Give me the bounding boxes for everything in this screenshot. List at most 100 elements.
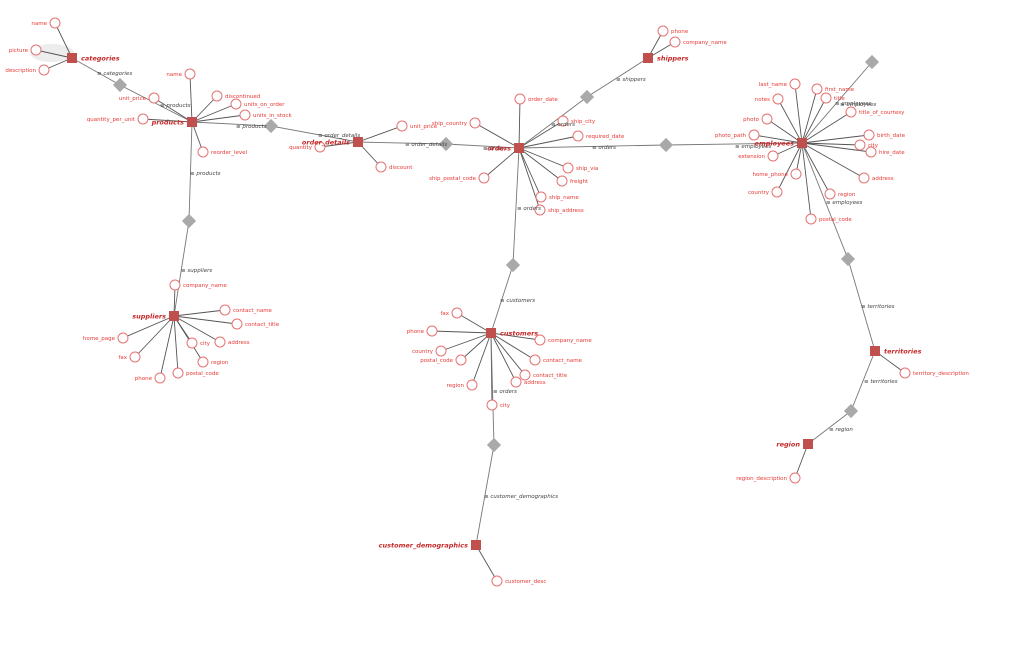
attribute-node-employees-home_phone[interactable] [790, 168, 802, 180]
attribute-node-orders-required_date[interactable] [572, 130, 584, 142]
attribute-node-orders-ship_via[interactable] [562, 162, 574, 174]
attribute-node-order_details-unit_price[interactable] [396, 120, 408, 132]
entity-node-order_details[interactable] [353, 137, 363, 147]
attribute-node-customers-region[interactable] [466, 379, 478, 391]
attribute-node-employees-notes[interactable] [772, 93, 784, 105]
entity-node-products[interactable] [187, 117, 197, 127]
attribute-node-customers-city[interactable] [486, 399, 498, 411]
relationship-diamond-employees-employees[interactable] [864, 54, 880, 70]
attribute-node-orders-ship_address[interactable] [534, 204, 546, 216]
attribute-node-products-reorder_level[interactable] [197, 146, 209, 158]
attribute-node-suppliers-city[interactable] [186, 337, 198, 349]
relationship-diamond-orders-employees[interactable] [658, 137, 674, 153]
relationship-diamond-orders-shippers[interactable] [579, 89, 595, 105]
attribute-node-orders-ship_postal_code[interactable] [478, 172, 490, 184]
attribute-node-employees-hire_date[interactable] [865, 146, 877, 158]
attribute-node-territories-territory_description[interactable] [899, 367, 911, 379]
attribute-node-employees-region[interactable] [824, 188, 836, 200]
relationship-edge [445, 143, 520, 149]
attribute-node-employees-first_name[interactable] [811, 83, 823, 95]
entity-node-employees[interactable] [797, 138, 807, 148]
relationship-diamond-territories-region[interactable] [843, 403, 859, 419]
attribute-label: postal_code [819, 217, 852, 223]
attribute-node-customers-contact_title[interactable] [519, 369, 531, 381]
attribute-node-employees-postal_code[interactable] [805, 213, 817, 225]
attribute-node-customers-company_name[interactable] [534, 334, 546, 346]
attribute-node-customer_demographics-customer_desc[interactable] [491, 575, 503, 587]
attribute-node-products-name[interactable] [184, 68, 196, 80]
entity-node-shippers[interactable] [643, 53, 653, 63]
attribute-node-employees-title_of_courtesy[interactable] [845, 106, 857, 118]
attribute-node-suppliers-contact_title[interactable] [231, 318, 243, 330]
relationship-diamond-orders-customers[interactable] [505, 257, 521, 273]
entity-node-territories[interactable] [870, 346, 880, 356]
attribute-node-suppliers-address[interactable] [214, 336, 226, 348]
attribute-node-employees-address[interactable] [858, 172, 870, 184]
relationship-edge [518, 96, 588, 149]
attribute-node-orders-freight[interactable] [556, 175, 568, 187]
attribute-label: ship_via [576, 166, 598, 172]
attribute-edge [801, 88, 818, 144]
attribute-node-customers-phone[interactable] [426, 325, 438, 337]
attribute-node-suppliers-postal_code[interactable] [172, 367, 184, 379]
attribute-node-customers-fax[interactable] [451, 307, 463, 319]
attribute-node-employees-birth_date[interactable] [863, 129, 875, 141]
attribute-node-shippers-company_name[interactable] [669, 36, 681, 48]
entity-node-customers[interactable] [486, 328, 496, 338]
attribute-node-employees-title[interactable] [820, 92, 832, 104]
entity-node-customer_demographics[interactable] [471, 540, 481, 550]
attribute-node-order_details-discount[interactable] [375, 161, 387, 173]
attribute-node-employees-city[interactable] [854, 139, 866, 151]
relationship-diamond-categories-products[interactable] [112, 77, 128, 93]
entity-node-suppliers[interactable] [169, 311, 179, 321]
attribute-node-orders-ship_name[interactable] [535, 191, 547, 203]
relationship-diamond-employees-territories[interactable] [840, 251, 856, 267]
attribute-node-orders-order_date[interactable] [514, 93, 526, 105]
attribute-node-categories-picture[interactable] [30, 44, 42, 56]
attribute-node-orders-ship_city[interactable] [557, 115, 569, 127]
attribute-node-employees-photo_path[interactable] [748, 129, 760, 141]
attribute-node-suppliers-home_page[interactable] [117, 332, 129, 344]
attribute-node-employees-photo[interactable] [761, 113, 773, 125]
attribute-node-shippers-phone[interactable] [657, 25, 669, 37]
relationship-diamond-customers-customer_demographics[interactable] [486, 437, 502, 453]
attribute-node-employees-last_name[interactable] [789, 78, 801, 90]
attribute-node-suppliers-company_name[interactable] [169, 279, 181, 291]
relationship-edge [586, 57, 649, 98]
role-label: ≡ products [236, 124, 267, 130]
labels-layer: namepicturedescriptionnamediscontinuedun… [5, 21, 969, 585]
attribute-node-customers-contact_name[interactable] [529, 354, 541, 366]
attribute-node-suppliers-region[interactable] [197, 356, 209, 368]
attribute-node-products-discontinued[interactable] [211, 90, 223, 102]
attribute-node-categories-description[interactable] [38, 64, 50, 76]
relationship-diamond-products-suppliers[interactable] [181, 213, 197, 229]
attribute-node-suppliers-contact_name[interactable] [219, 304, 231, 316]
attribute-node-customers-address[interactable] [510, 376, 522, 388]
attribute-node-customers-postal_code[interactable] [455, 354, 467, 366]
role-label: ≡ products [190, 171, 221, 177]
attribute-node-order_details-quantity[interactable] [314, 141, 326, 153]
entity-node-categories[interactable] [67, 53, 77, 63]
attribute-node-products-units_in_stock[interactable] [239, 109, 251, 121]
relationship-diamond-order_details-orders[interactable] [438, 136, 454, 152]
attribute-edge [153, 97, 193, 123]
attribute-node-employees-extension[interactable] [767, 150, 779, 162]
attribute-node-suppliers-phone[interactable] [154, 372, 166, 384]
attribute-node-customers-country[interactable] [435, 345, 447, 357]
attribute-node-products-unit_price[interactable] [148, 92, 160, 104]
attribute-node-suppliers-fax[interactable] [129, 351, 141, 363]
attribute-node-products-units_on_order[interactable] [230, 98, 242, 110]
entity-node-region[interactable] [803, 439, 813, 449]
attribute-node-employees-country[interactable] [771, 186, 783, 198]
attribute-node-orders-ship_country[interactable] [469, 117, 481, 129]
attribute-edge [191, 114, 246, 123]
entity-node-orders[interactable] [514, 143, 524, 153]
relationship-diamond-products-order_details[interactable] [263, 118, 279, 134]
attribute-node-products-quantity_per_unit[interactable] [137, 113, 149, 125]
entity-label: territories [884, 348, 922, 356]
attribute-node-region-region_description[interactable] [789, 472, 801, 484]
attribute-edge [474, 122, 520, 149]
attribute-label: photo_path [715, 133, 747, 139]
attribute-node-categories-name[interactable] [49, 17, 61, 29]
attribute-label: company_name [183, 283, 227, 289]
